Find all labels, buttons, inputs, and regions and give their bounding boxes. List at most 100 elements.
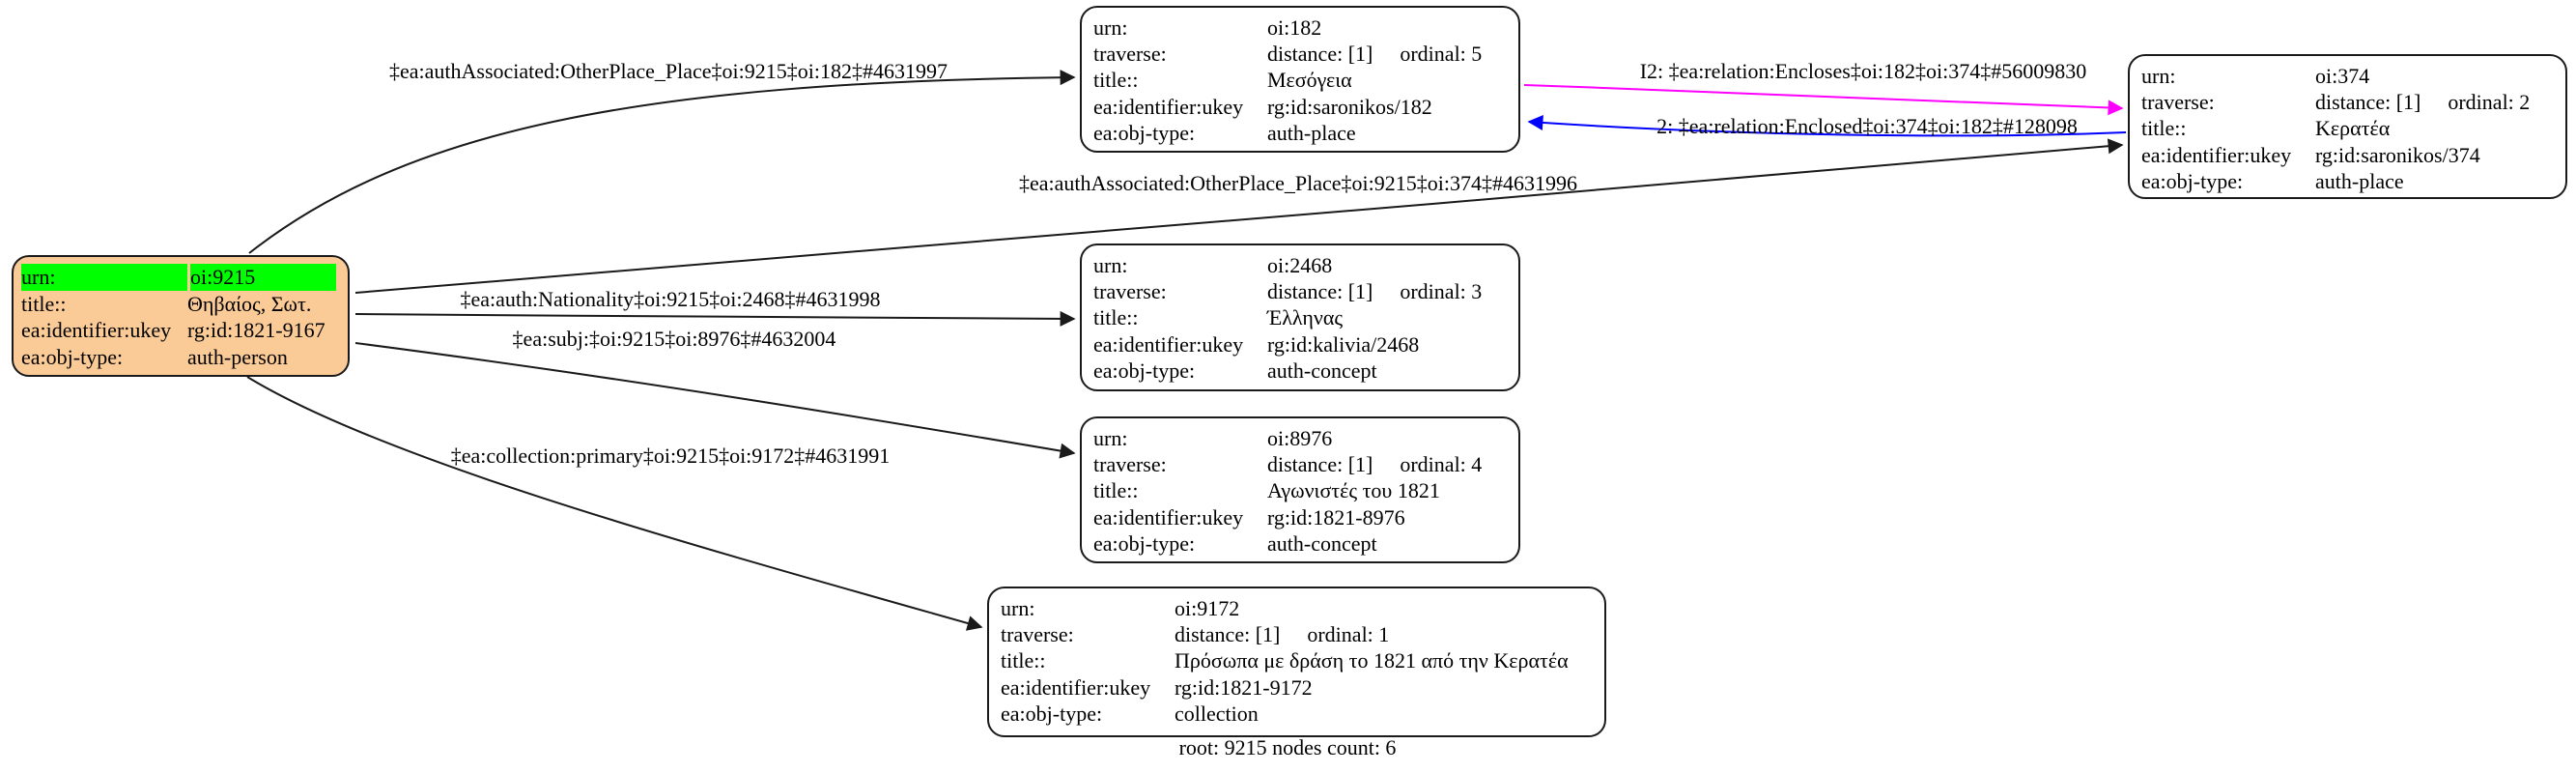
field-value-ordinal: ordinal: 2: [2448, 90, 2531, 115]
field-value: rg:id:saronikos/182: [1267, 94, 1432, 119]
field-label: ea:identifier:ukey: [1093, 504, 1244, 530]
field-value: Κερατέα: [2315, 116, 2391, 141]
node-oi-8976[interactable]: urn: oi:8976 traverse: distance: [1] ord…: [1080, 416, 1520, 563]
node-row-objtype: ea:obj-type: collection: [1001, 701, 1595, 727]
field-label: ea:identifier:ukey: [1001, 674, 1151, 700]
node-row-title: title:: Κερατέα: [2141, 115, 2556, 141]
field-value-ordinal: ordinal: 5: [1400, 42, 1483, 67]
node-row-title: title:: Μεσόγεια: [1093, 67, 1509, 93]
field-value: rg:id:1821-8976: [1267, 504, 1405, 530]
edge-label-authAssociated-182: ‡ea:authAssociated:OtherPlace_Place‡oi:9…: [389, 59, 948, 83]
node-row-urn: urn: oi:9172: [1001, 595, 1595, 621]
node-row-traverse: traverse: distance: [1] ordinal: 1: [1001, 621, 1595, 647]
edge-auth-nationality: [354, 310, 1076, 327]
edge-collection-primary: [246, 376, 983, 631]
field-value: Έλληνας: [1267, 305, 1344, 330]
node-row-title: title:: Έλληνας: [1093, 304, 1509, 330]
edge-label-relation-enclosed: 2: ‡ea:relation:Enclosed‡oi:374‡oi:182‡#…: [1656, 114, 2078, 138]
field-value: Αγωνιστές του 1821: [1267, 478, 1440, 503]
field-label: title::: [1001, 648, 1046, 673]
node-row-urn: urn: oi:8976: [1093, 425, 1509, 451]
field-label: traverse:: [1093, 42, 1167, 67]
field-value: oi:182: [1267, 15, 1322, 40]
edge-label-collection-primary: ‡ea:collection:primary‡oi:9215‡oi:9172‡#…: [450, 444, 891, 468]
field-label: ea:obj-type:: [1093, 530, 1196, 556]
field-value: Θηβαίος, Σωτ.: [187, 291, 312, 316]
node-oi-9172[interactable]: urn: oi:9172 traverse: distance: [1] ord…: [987, 587, 1606, 737]
field-label: ea:identifier:ukey: [21, 318, 172, 342]
node-row-traverse: traverse: distance: [1] ordinal: 3: [1093, 278, 1509, 304]
field-value: collection: [1175, 701, 1259, 726]
field-value: distance: [1]: [1267, 42, 1373, 67]
field-label: urn:: [1001, 596, 1035, 620]
node-row-objtype: ea:obj-type: auth-concept: [1093, 358, 1509, 384]
field-value: oi:9215: [190, 264, 336, 291]
node-row-urn: urn: oi:374: [2141, 63, 2556, 89]
node-row-urn: urn: oi:2468: [1093, 252, 1509, 278]
field-value: auth-place: [2315, 168, 2404, 193]
node-oi-2468[interactable]: urn: oi:2468 traverse: distance: [1] ord…: [1080, 243, 1520, 391]
field-value: rg:id:1821-9167: [187, 318, 326, 342]
field-label: traverse:: [1093, 452, 1167, 477]
node-oi-182[interactable]: urn: oi:182 traverse: distance: [1] ordi…: [1080, 6, 1520, 153]
field-label: ea:obj-type:: [21, 344, 124, 369]
node-row-urn: urn: oi:9215: [21, 264, 338, 291]
field-label: urn:: [1093, 15, 1128, 40]
node-row-identifier: ea:identifier:ukey rg:id:kalivia/2468: [1093, 331, 1509, 358]
field-label: urn:: [2141, 64, 2176, 88]
edge-authAssociated-182: [248, 70, 1076, 254]
field-label: title::: [21, 291, 67, 316]
field-label: ea:obj-type:: [1001, 701, 1103, 726]
field-label: ea:obj-type:: [1093, 358, 1196, 383]
node-row-title: title:: Αγωνιστές του 1821: [1093, 477, 1509, 503]
field-label: urn:: [21, 264, 187, 291]
node-row-identifier: ea:identifier:ukey rg:id:1821-9172: [1001, 674, 1595, 701]
node-row-objtype: ea:obj-type: auth-person: [21, 344, 338, 371]
node-row-traverse: traverse: distance: [1] ordinal: 5: [1093, 41, 1509, 67]
field-value: oi:8976: [1267, 426, 1333, 450]
node-oi-374[interactable]: urn: oi:374 traverse: distance: [1] ordi…: [2128, 54, 2567, 199]
field-label: ea:obj-type:: [1093, 120, 1196, 145]
field-value: oi:9172: [1175, 596, 1240, 620]
field-value: rg:id:saronikos/374: [2315, 142, 2480, 167]
field-value-ordinal: ordinal: 4: [1400, 452, 1483, 477]
field-value: distance: [1]: [1175, 622, 1281, 647]
field-label: traverse:: [2141, 90, 2215, 115]
field-value: rg:id:1821-9172: [1175, 674, 1313, 700]
node-row-objtype: ea:obj-type: auth-concept: [1093, 530, 1509, 557]
edge-subj: [354, 342, 1076, 459]
node-row-title: title:: Θηβαίος, Σωτ.: [21, 291, 338, 318]
field-value: oi:2468: [1267, 253, 1333, 277]
edge-relation-encloses: [1523, 84, 2124, 116]
edge-label-subj: ‡ea:subj:‡oi:9215‡oi:8976‡#4632004: [512, 327, 836, 351]
field-label: ea:identifier:ukey: [1093, 94, 1244, 119]
node-row-title: title:: Πρόσωπα με δράση το 1821 από την…: [1001, 647, 1595, 673]
field-label: urn:: [1093, 253, 1128, 277]
node-row-traverse: traverse: distance: [1] ordinal: 4: [1093, 451, 1509, 477]
field-value: Μεσόγεια: [1267, 68, 1352, 93]
field-label: title::: [1093, 305, 1139, 330]
field-label: urn:: [1093, 426, 1128, 450]
field-label: traverse:: [1001, 622, 1074, 647]
field-value: auth-concept: [1267, 358, 1377, 383]
node-row-traverse: traverse: distance: [1] ordinal: 2: [2141, 89, 2556, 115]
field-value: Πρόσωπα με δράση το 1821 από την Κερατέα: [1175, 648, 1569, 673]
edge-label-auth-nationality: ‡ea:auth:Nationality‡oi:9215‡oi:2468‡#46…: [460, 287, 881, 311]
field-label: title::: [2141, 116, 2187, 141]
field-value-ordinal: ordinal: 3: [1400, 279, 1483, 304]
field-value: rg:id:kalivia/2468: [1267, 331, 1420, 357]
node-oi-9215[interactable]: urn: oi:9215 title:: Θηβαίος, Σωτ. ea:id…: [12, 255, 350, 377]
field-label: ea:identifier:ukey: [2141, 142, 2292, 167]
field-value: distance: [1]: [1267, 452, 1373, 477]
field-value: distance: [1]: [1267, 279, 1373, 304]
edge-label-relation-encloses: I2: ‡ea:relation:Encloses‡oi:182‡oi:374‡…: [1639, 59, 2087, 83]
field-label: ea:identifier:ukey: [1093, 331, 1244, 357]
node-row-objtype: ea:obj-type: auth-place: [2141, 168, 2556, 194]
field-label: ea:obj-type:: [2141, 168, 2244, 193]
node-row-identifier: ea:identifier:ukey rg:id:1821-8976: [1093, 504, 1509, 530]
field-label: title::: [1093, 68, 1139, 93]
node-row-objtype: ea:obj-type: auth-place: [1093, 120, 1509, 146]
graph-summary-label: root: 9215 nodes count: 6: [1178, 735, 1397, 759]
field-label: title::: [1093, 478, 1139, 503]
